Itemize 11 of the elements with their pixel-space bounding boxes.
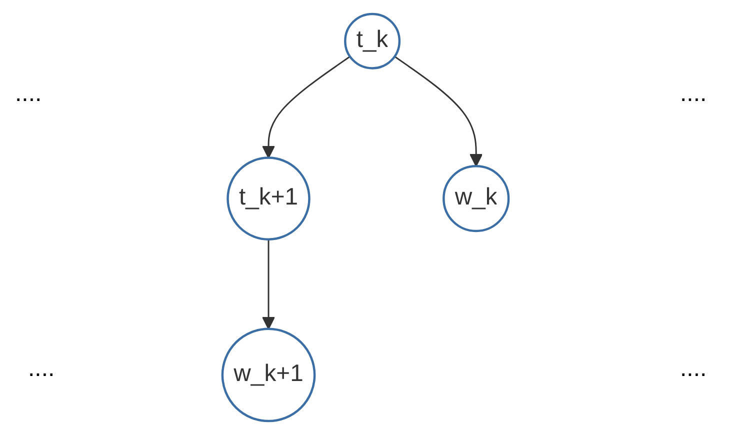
ellipsis-text: ....	[680, 355, 707, 383]
ellipsis-text: ....	[15, 80, 42, 108]
node-circle: w_k	[442, 165, 510, 232]
node-circle: w_k+1	[221, 328, 316, 422]
arrow	[262, 56, 350, 158]
ellipsis-text: ....	[680, 80, 707, 108]
ellipsis-text: ....	[28, 355, 55, 383]
arrow	[394, 56, 483, 167]
node-circle: t_k+1	[226, 156, 310, 240]
node-circle: t_k	[344, 12, 401, 70]
arrow	[262, 239, 276, 330]
